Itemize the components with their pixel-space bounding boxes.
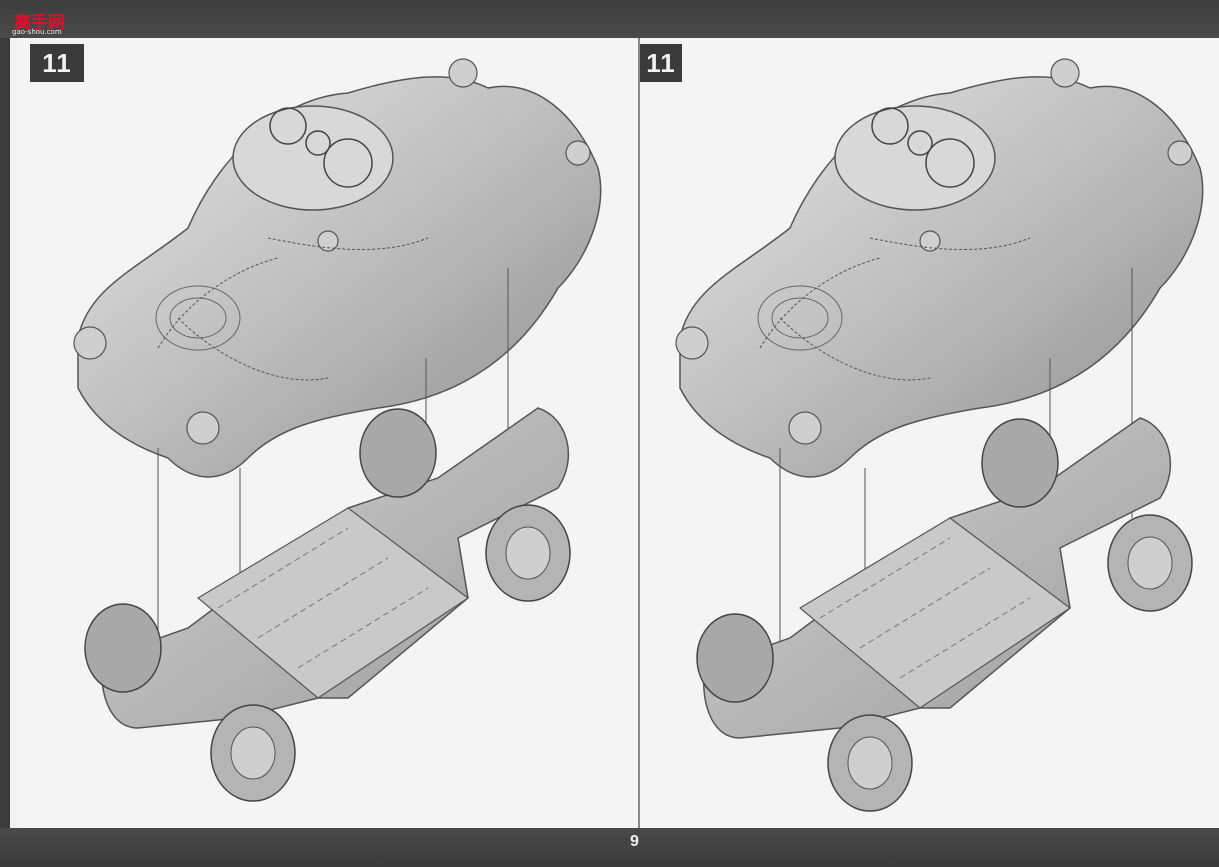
armored-body xyxy=(73,58,602,478)
step-number-badge: 11 xyxy=(30,44,84,82)
chassis xyxy=(696,417,1193,812)
chassis xyxy=(84,407,571,802)
assembly-illustration-left xyxy=(73,58,602,802)
step-number-badge: 11 xyxy=(640,44,682,82)
binding-strip-edge xyxy=(10,38,18,828)
watermark-logo: 高手网 gao-shou.com xyxy=(6,2,70,36)
page-divider xyxy=(638,38,640,828)
armored-body xyxy=(675,58,1204,478)
watermark-site-text: gao-shou.com xyxy=(12,28,62,36)
instruction-page-right: 11 xyxy=(640,38,1219,828)
instruction-page-left: 11 xyxy=(18,38,638,828)
top-band xyxy=(0,0,1219,38)
watermark-logo-text: 高手网 xyxy=(14,13,65,33)
bottom-band xyxy=(0,828,1219,867)
page-number: 9 xyxy=(630,833,639,850)
assembly-illustration-right xyxy=(675,58,1204,812)
